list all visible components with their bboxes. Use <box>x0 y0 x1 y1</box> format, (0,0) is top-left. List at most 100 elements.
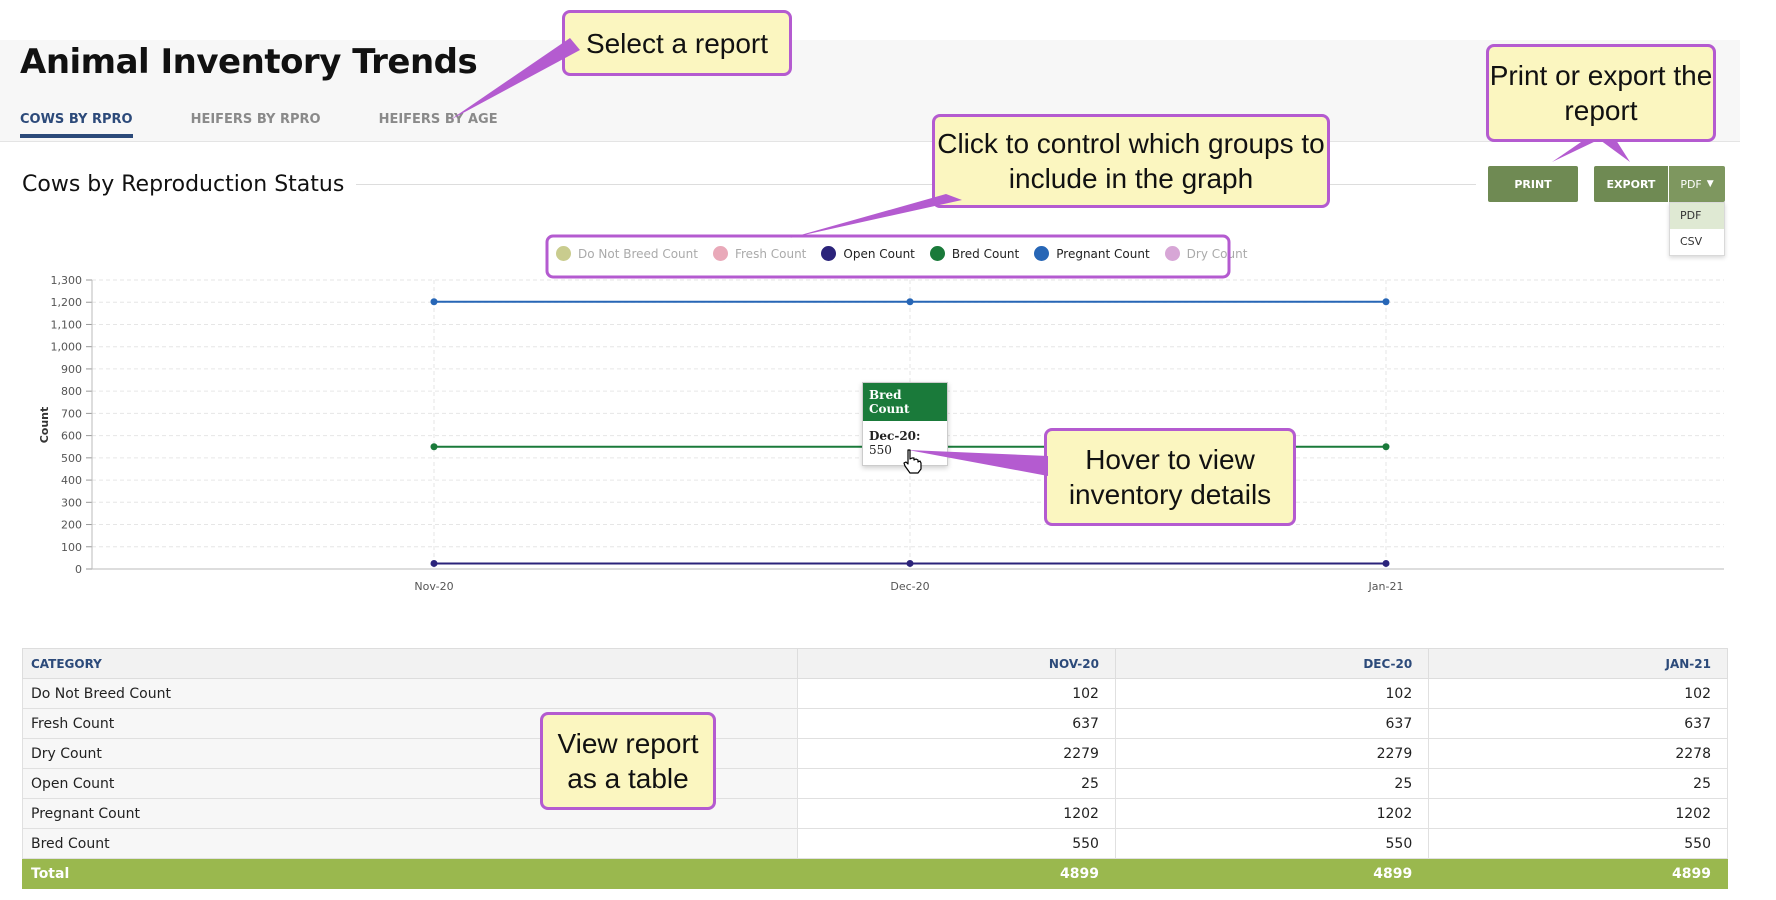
total-value: 4899 <box>1428 858 1728 889</box>
report-tabs: COWS BY RPRO HEIFERS BY RPRO HEIFERS BY … <box>20 112 556 138</box>
y-tick-label: 300 <box>61 496 82 509</box>
chart-legend: Do Not Breed Count Fresh Count Open Coun… <box>556 246 1262 261</box>
data-point <box>430 443 438 451</box>
table-cell-value: 1202 <box>797 798 1116 829</box>
legend-label: Pregnant Count <box>1056 246 1150 261</box>
legend-label: Dry Count <box>1186 246 1248 261</box>
pointer-print <box>1552 140 1598 162</box>
legend-item-do-not-breed[interactable]: Do Not Breed Count <box>556 246 698 261</box>
legend-dot-icon <box>1034 246 1050 261</box>
tooltip-title: Bred Count <box>863 383 947 421</box>
legend-label: Fresh Count <box>734 246 807 261</box>
tooltip-body: Dec-20: 550 <box>863 421 947 465</box>
report-table-wrap: CATEGORY NOV-20 DEC-20 JAN-21 Do Not Bre… <box>22 648 1728 889</box>
legend-item-pregnant[interactable]: Pregnant Count <box>1034 246 1150 261</box>
data-point <box>906 298 914 306</box>
column-header-nov-20[interactable]: NOV-20 <box>797 648 1116 679</box>
legend-item-fresh[interactable]: Fresh Count <box>712 246 807 261</box>
table-cell-value: 2278 <box>1428 738 1728 769</box>
x-tick-label: Jan-21 <box>1368 580 1404 593</box>
column-header-jan-21[interactable]: JAN-21 <box>1428 648 1728 679</box>
pointer-export <box>1600 140 1630 162</box>
table-cell-value: 550 <box>797 828 1116 859</box>
legend-item-open[interactable]: Open Count <box>821 246 915 261</box>
total-label: Total <box>22 858 798 889</box>
legend-label: Bred Count <box>951 246 1020 261</box>
header-band <box>0 40 1740 142</box>
callout-print-export: Print or export the report <box>1486 44 1716 142</box>
table-cell-value: 25 <box>1428 768 1728 799</box>
table-cell-value: 550 <box>1114 828 1430 859</box>
legend-dot-icon <box>929 246 945 261</box>
y-tick-label: 1,100 <box>51 318 83 331</box>
format-option-csv[interactable]: CSV <box>1680 235 1703 248</box>
y-tick-label: 700 <box>61 407 82 420</box>
data-point <box>1382 559 1390 567</box>
y-tick-label: 400 <box>61 474 82 487</box>
table-cell-value: 1202 <box>1428 798 1728 829</box>
data-point <box>906 559 914 567</box>
hand-cursor-icon <box>903 449 922 474</box>
callout-hover-details: Hover to view inventory details <box>1044 428 1296 526</box>
table-cell-value: 637 <box>797 708 1116 739</box>
y-tick-label: 0 <box>75 563 82 576</box>
legend-dot-icon <box>556 246 571 261</box>
callout-select-report: Select a report <box>562 10 792 76</box>
column-header-dec-20[interactable]: DEC-20 <box>1114 648 1430 679</box>
table-cell-value: 25 <box>797 768 1116 799</box>
legend-item-dry[interactable]: Dry Count <box>1164 246 1248 261</box>
legend-item-bred[interactable]: Bred Count <box>929 246 1020 261</box>
data-point <box>430 559 438 567</box>
x-tick-label: Dec-20 <box>890 580 929 593</box>
table-cell-category: Bred Count <box>22 828 798 859</box>
page-title: Animal Inventory Trends <box>20 42 478 82</box>
section-title: Cows by Reproduction Status <box>22 172 345 197</box>
tooltip-label: Dec-20: <box>869 429 921 443</box>
report-table: CATEGORY NOV-20 DEC-20 JAN-21 Do Not Bre… <box>22 648 1728 889</box>
table-header-row: CATEGORY NOV-20 DEC-20 JAN-21 <box>22 648 1728 679</box>
y-tick-label: 1,300 <box>51 274 83 287</box>
data-point <box>1382 443 1390 451</box>
y-tick-label: 800 <box>61 385 82 398</box>
y-tick-label: 1,200 <box>51 296 83 309</box>
chevron-down-icon: ▼ <box>1706 179 1714 189</box>
section-divider <box>356 184 1476 185</box>
y-tick-label: 100 <box>61 541 82 554</box>
callout-view-table: View report as a table <box>540 712 716 810</box>
table-cell-value: 102 <box>1428 678 1728 709</box>
export-format-label: PDF <box>1680 177 1702 191</box>
table-cell-value: 550 <box>1428 828 1728 859</box>
tab-heifers-by-rpro[interactable]: HEIFERS BY RPRO <box>190 112 321 127</box>
tooltip-value: 550 <box>869 443 892 457</box>
y-tick-label: 200 <box>61 519 82 532</box>
format-option-pdf[interactable]: PDF <box>1670 203 1724 229</box>
x-tick-label: Nov-20 <box>414 580 453 593</box>
table-cell-value: 2279 <box>797 738 1116 769</box>
table-cell-value: 102 <box>1114 678 1430 709</box>
table-cell-value: 637 <box>1114 708 1430 739</box>
data-point <box>1382 298 1390 306</box>
total-value: 4899 <box>797 858 1116 889</box>
print-button[interactable]: PRINT <box>1488 166 1578 202</box>
legend-dot-icon <box>1164 246 1180 261</box>
total-value: 4899 <box>1114 858 1430 889</box>
data-point <box>430 298 438 306</box>
table-cell-value: 25 <box>1114 768 1430 799</box>
export-format-select[interactable]: PDF ▼ <box>1669 166 1725 202</box>
y-tick-label: 1,000 <box>51 341 83 354</box>
y-tick-label: 900 <box>61 363 82 376</box>
tab-cows-by-rpro[interactable]: COWS BY RPRO <box>20 112 133 138</box>
callout-control-groups: Click to control which groups to include… <box>932 114 1330 208</box>
export-button[interactable]: EXPORT <box>1594 166 1668 202</box>
table-cell-category: Do Not Breed Count <box>22 678 798 709</box>
tab-heifers-by-age[interactable]: HEIFERS BY AGE <box>378 112 498 127</box>
column-header-category[interactable]: CATEGORY <box>22 648 798 679</box>
table-cell-value: 637 <box>1428 708 1728 739</box>
export-format-menu: PDF CSV <box>1669 202 1725 256</box>
